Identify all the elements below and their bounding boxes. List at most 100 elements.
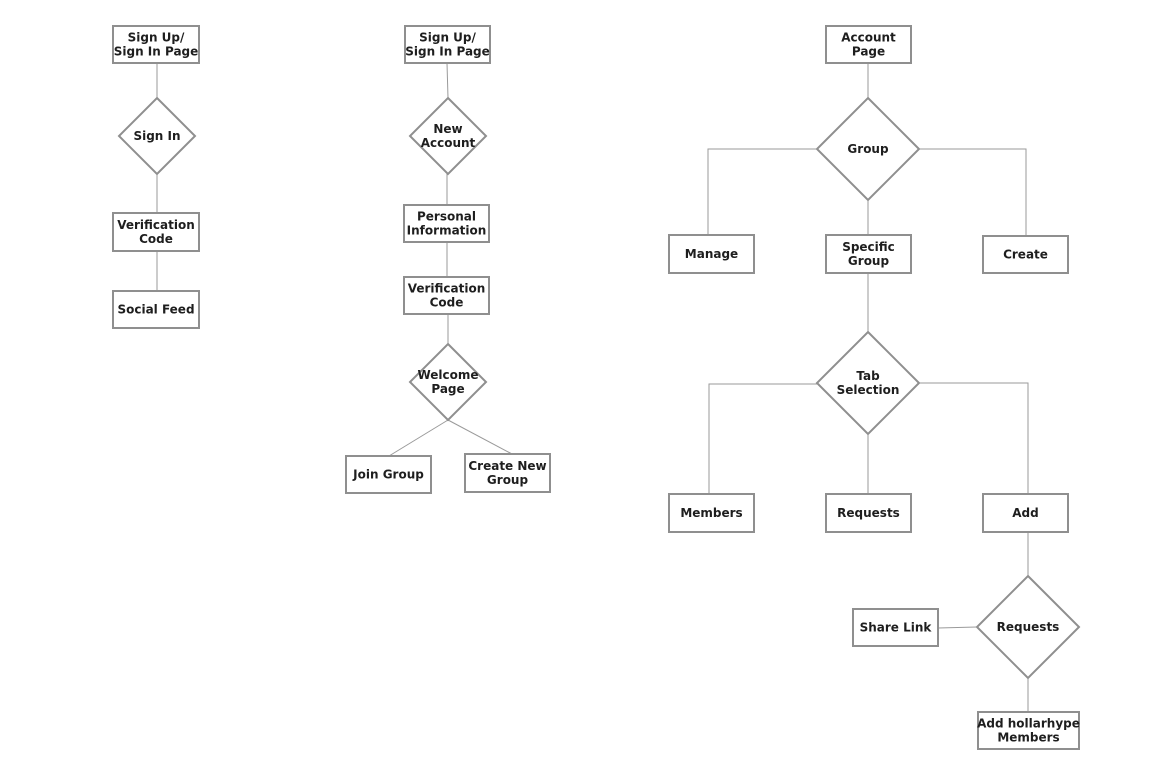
node-label-line: Welcome: [417, 368, 478, 382]
process-box-shape: [403, 276, 490, 315]
node-label-line: Add hollarhype: [977, 717, 1080, 731]
node-label: Sign Up/Sign In Page: [405, 31, 490, 59]
requests-decision: Requests: [975, 574, 1081, 680]
node-label-line: Members: [680, 506, 742, 520]
decision-diamond-shape: [408, 96, 488, 176]
decision-diamond-shape: [975, 574, 1081, 680]
node-label-line: Create: [1003, 248, 1048, 262]
node-label: Join Group: [352, 468, 424, 482]
process-box-shape: [112, 25, 200, 64]
node-label-line: Page: [852, 45, 885, 59]
node-label: Manage: [685, 247, 738, 261]
node-label-line: Tab: [856, 369, 880, 383]
social-feed-box: Social Feed: [112, 290, 200, 329]
node-label-line: Information: [407, 224, 487, 238]
process-box-shape: [852, 608, 939, 647]
decision-diamond-shape: [815, 330, 921, 436]
node-label: Members: [680, 506, 742, 520]
node-label-line: Specific: [842, 240, 895, 254]
node-label-line: Requests: [997, 620, 1060, 634]
connector-wp2-to-cg2: [447, 419, 513, 455]
process-box-shape: [668, 493, 755, 533]
node-label-line: Social Feed: [117, 303, 194, 317]
process-box-shape: [112, 212, 200, 252]
connector-ts3-to-me3: [708, 383, 817, 494]
node-label: Social Feed: [117, 303, 194, 317]
node-label-line: Account: [841, 31, 896, 45]
node-label: Sign In: [133, 129, 180, 143]
node-label-line: Verification: [117, 218, 195, 232]
edge-layer: [156, 62, 1029, 712]
process-box-shape: [825, 25, 912, 64]
process-box-shape: [404, 25, 491, 64]
node-label-line: Members: [997, 731, 1059, 745]
node-label: Sign Up/Sign In Page: [114, 31, 199, 59]
connector-wp2-to-jg2: [388, 419, 449, 457]
node-label-line: Sign In Page: [114, 45, 199, 59]
sign-up-sign-in-page-box: Sign Up/Sign In Page: [404, 25, 491, 64]
process-box-shape: [403, 204, 490, 243]
process-box-shape: [668, 234, 755, 274]
node-label: Requests: [837, 506, 900, 520]
sign-up-sign-in-page-box: Sign Up/Sign In Page: [112, 25, 200, 64]
node-label-line: Code: [430, 296, 464, 310]
node-label-line: Join Group: [352, 468, 424, 482]
node-label: Add: [1012, 506, 1038, 520]
connector-rd3-to-sl3: [937, 626, 978, 629]
node-label-line: Sign In Page: [405, 45, 490, 59]
create-box: Create: [982, 235, 1069, 274]
node-label-line: Sign Up/: [419, 31, 476, 45]
node-label-line: Code: [139, 232, 173, 246]
process-box-shape: [982, 493, 1069, 533]
node-label: Create: [1003, 248, 1048, 262]
join-group-box: Join Group: [345, 455, 432, 494]
group-decision: Group: [815, 96, 921, 202]
node-label-line: Account: [421, 136, 476, 150]
node-label: Group: [847, 142, 889, 156]
connector-su2-to-na2: [446, 62, 449, 99]
node-label-line: Page: [431, 382, 464, 396]
node-label-line: Personal: [417, 210, 476, 224]
node-label-line: Share Link: [860, 621, 933, 635]
decision-diamond-shape: [117, 96, 197, 176]
decision-diamond-shape: [815, 96, 921, 202]
node-label-line: Verification: [408, 282, 486, 296]
node-label-line: Group: [848, 254, 890, 268]
share-link-box: Share Link: [852, 608, 939, 647]
node-label-line: Create New: [468, 459, 546, 473]
process-box-shape: [825, 234, 912, 274]
members-box: Members: [668, 493, 755, 533]
node-label: Share Link: [860, 621, 933, 635]
decision-diamond-shape: [408, 342, 488, 422]
sign-in-decision: Sign In: [117, 96, 197, 176]
process-box-shape: [345, 455, 432, 494]
process-box-shape: [977, 711, 1080, 750]
connector-gr3-to-cr3: [919, 148, 1027, 236]
node-label-line: New: [433, 122, 462, 136]
node-label-line: Selection: [837, 383, 900, 397]
node-label-line: Requests: [837, 506, 900, 520]
node-label: Requests: [997, 620, 1060, 634]
requests-box: Requests: [825, 493, 912, 533]
process-box-shape: [464, 453, 551, 493]
add-box: Add: [982, 493, 1069, 533]
